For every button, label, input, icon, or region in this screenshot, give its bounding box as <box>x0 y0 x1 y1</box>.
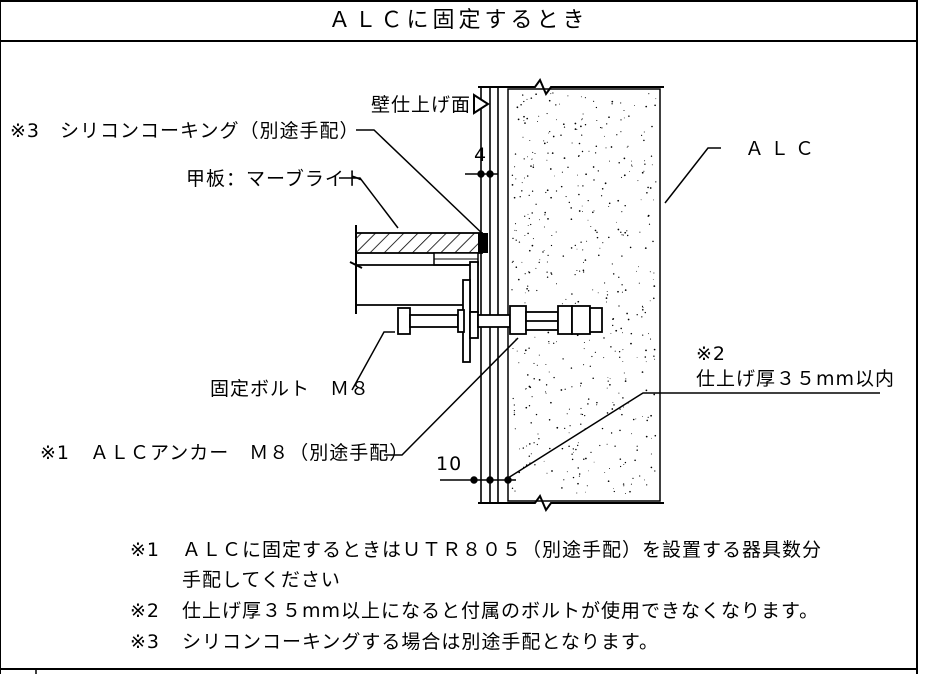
fixing-bolt-label: 固定ボルト Ｍ８ <box>210 378 371 400</box>
alc-anchor-label: ※1 ＡＬＣアンカー Ｍ８（別途手配） <box>40 442 410 464</box>
alc-stipple <box>511 92 657 494</box>
alc-label: ＡＬＣ <box>745 138 821 160</box>
alc-panel <box>507 88 661 502</box>
note-1-text: ＡＬＣに固定するときはＵＴＲ８０５（別途手配）を設置する器具数分 <box>182 539 823 561</box>
note-2-text: 仕上げ厚３５mm以上になると付属のボルトが使用できなくなります。 <box>182 600 820 622</box>
silicone-caulking-label: ※3 シリコンコーキング（別途手配） <box>10 120 360 142</box>
finish-thickness-label: 仕上げ厚３５mm以内 <box>696 368 896 390</box>
dimension-10-label: 10 <box>436 453 463 475</box>
finish-surface-label: 壁仕上げ面 <box>371 94 472 116</box>
wall-finish-layers <box>480 87 499 503</box>
note-1-mark: ※1 <box>130 539 161 561</box>
break-lines <box>478 77 664 513</box>
fixing-bolt <box>397 307 511 335</box>
dimension-4-label: 4 <box>474 144 488 166</box>
top-plate-label: 甲板：マーブライト <box>186 168 365 190</box>
note-3-mark: ※3 <box>130 631 161 653</box>
mounting-bracket <box>462 261 479 363</box>
page-title: ＡＬＣに固定するとき <box>328 8 589 33</box>
finish-surface-marker <box>473 93 490 115</box>
dimension-10 <box>440 476 516 484</box>
note-2-mark: ※2 <box>130 600 161 622</box>
note2-reference: ※2 <box>696 343 727 365</box>
leader-lines <box>339 129 880 479</box>
alc-anchor <box>509 305 603 335</box>
note-3-text: シリコンコーキングする場合は別途手配となります。 <box>182 631 659 653</box>
note-1-text-continued: 手配してください <box>182 569 341 591</box>
dimension-4 <box>465 170 498 178</box>
top-plate <box>349 225 488 314</box>
